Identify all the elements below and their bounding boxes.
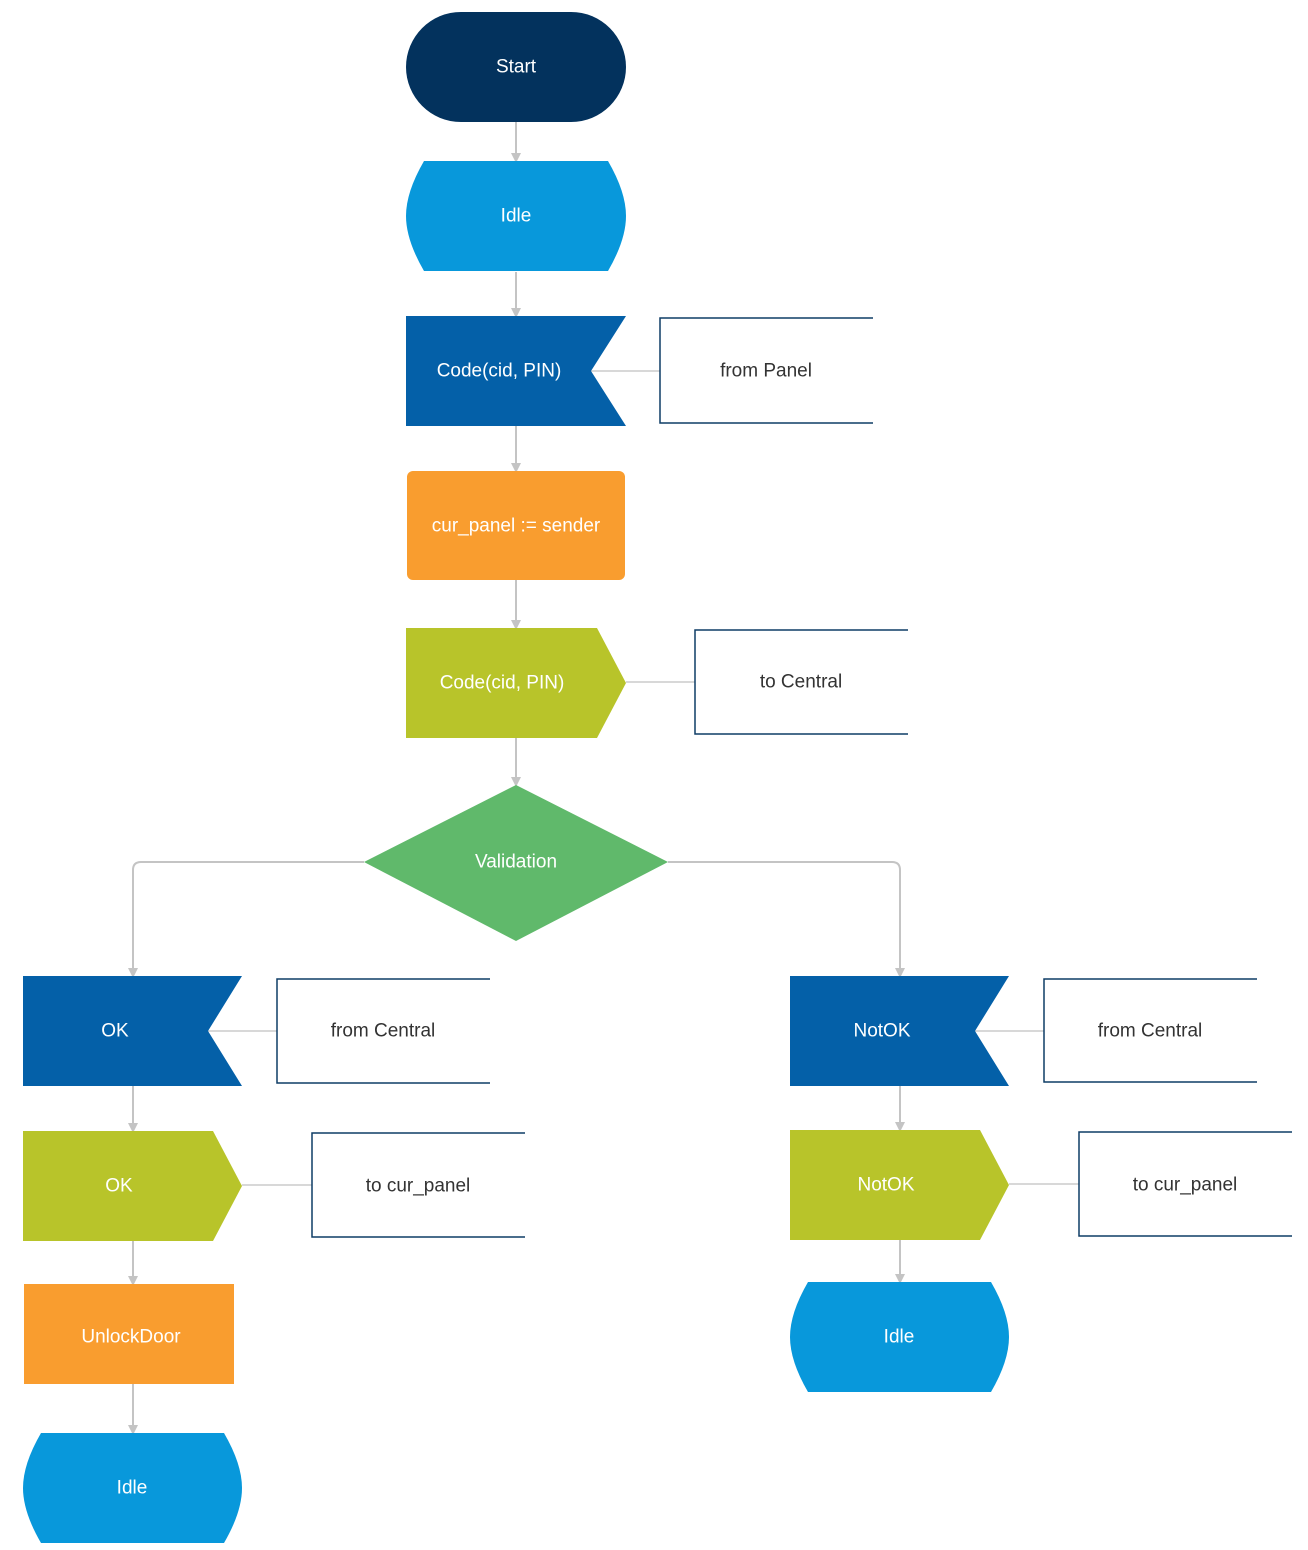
validation-label: Validation bbox=[475, 852, 557, 873]
note-from-central-ok: from Central bbox=[276, 978, 490, 1084]
note-to-cur-panel-notok: to cur_panel bbox=[1078, 1131, 1292, 1237]
note-to-cur-panel-ok-label: to cur_panel bbox=[366, 1176, 471, 1197]
task-cur-panel-label: cur_panel := sender bbox=[432, 516, 601, 537]
connector-validation-notok bbox=[668, 861, 905, 978]
idle-left-label: Idle bbox=[117, 1478, 148, 1499]
input-code-label: Code(cid, PIN) bbox=[437, 361, 562, 382]
output-ok-label: OK bbox=[105, 1176, 133, 1197]
task-unlock-label: UnlockDoor bbox=[81, 1327, 181, 1348]
decision-node-validation: Validation bbox=[364, 785, 668, 941]
input-node-notok: NotOK bbox=[790, 976, 1009, 1086]
output-code-label: Code(cid, PIN) bbox=[440, 673, 565, 694]
note-to-central: to Central bbox=[694, 629, 908, 735]
note-to-central-label: to Central bbox=[760, 672, 842, 693]
output-node-ok: OK bbox=[23, 1131, 242, 1241]
connector-validation-ok bbox=[128, 861, 364, 978]
idle-top-label: Idle bbox=[501, 206, 532, 227]
task-node-cur-panel: cur_panel := sender bbox=[407, 471, 625, 580]
note-to-cur-panel-notok-label: to cur_panel bbox=[1133, 1175, 1238, 1196]
note-from-central-notok: from Central bbox=[1043, 978, 1257, 1083]
note-from-central-ok-label: from Central bbox=[331, 1021, 436, 1042]
note-from-panel: from Panel bbox=[659, 317, 873, 424]
state-node-idle-right: Idle bbox=[790, 1282, 1009, 1392]
idle-right-label: Idle bbox=[884, 1327, 915, 1348]
output-node-notok: NotOK bbox=[790, 1130, 1009, 1240]
input-node-ok: OK bbox=[23, 976, 242, 1086]
output-notok-label: NotOK bbox=[857, 1175, 914, 1196]
start-node: Start bbox=[406, 12, 626, 122]
input-ok-label: OK bbox=[101, 1021, 129, 1042]
task-node-unlock: UnlockDoor bbox=[24, 1284, 234, 1384]
input-node-code: Code(cid, PIN) bbox=[406, 316, 626, 426]
state-node-idle-top: Idle bbox=[406, 161, 626, 271]
note-to-cur-panel-ok: to cur_panel bbox=[311, 1132, 525, 1238]
note-from-panel-label: from Panel bbox=[720, 361, 812, 382]
state-node-idle-left: Idle bbox=[23, 1433, 242, 1543]
note-from-central-notok-label: from Central bbox=[1098, 1021, 1203, 1042]
output-node-code: Code(cid, PIN) bbox=[406, 628, 626, 738]
start-label: Start bbox=[496, 57, 537, 78]
input-notok-label: NotOK bbox=[853, 1021, 910, 1042]
